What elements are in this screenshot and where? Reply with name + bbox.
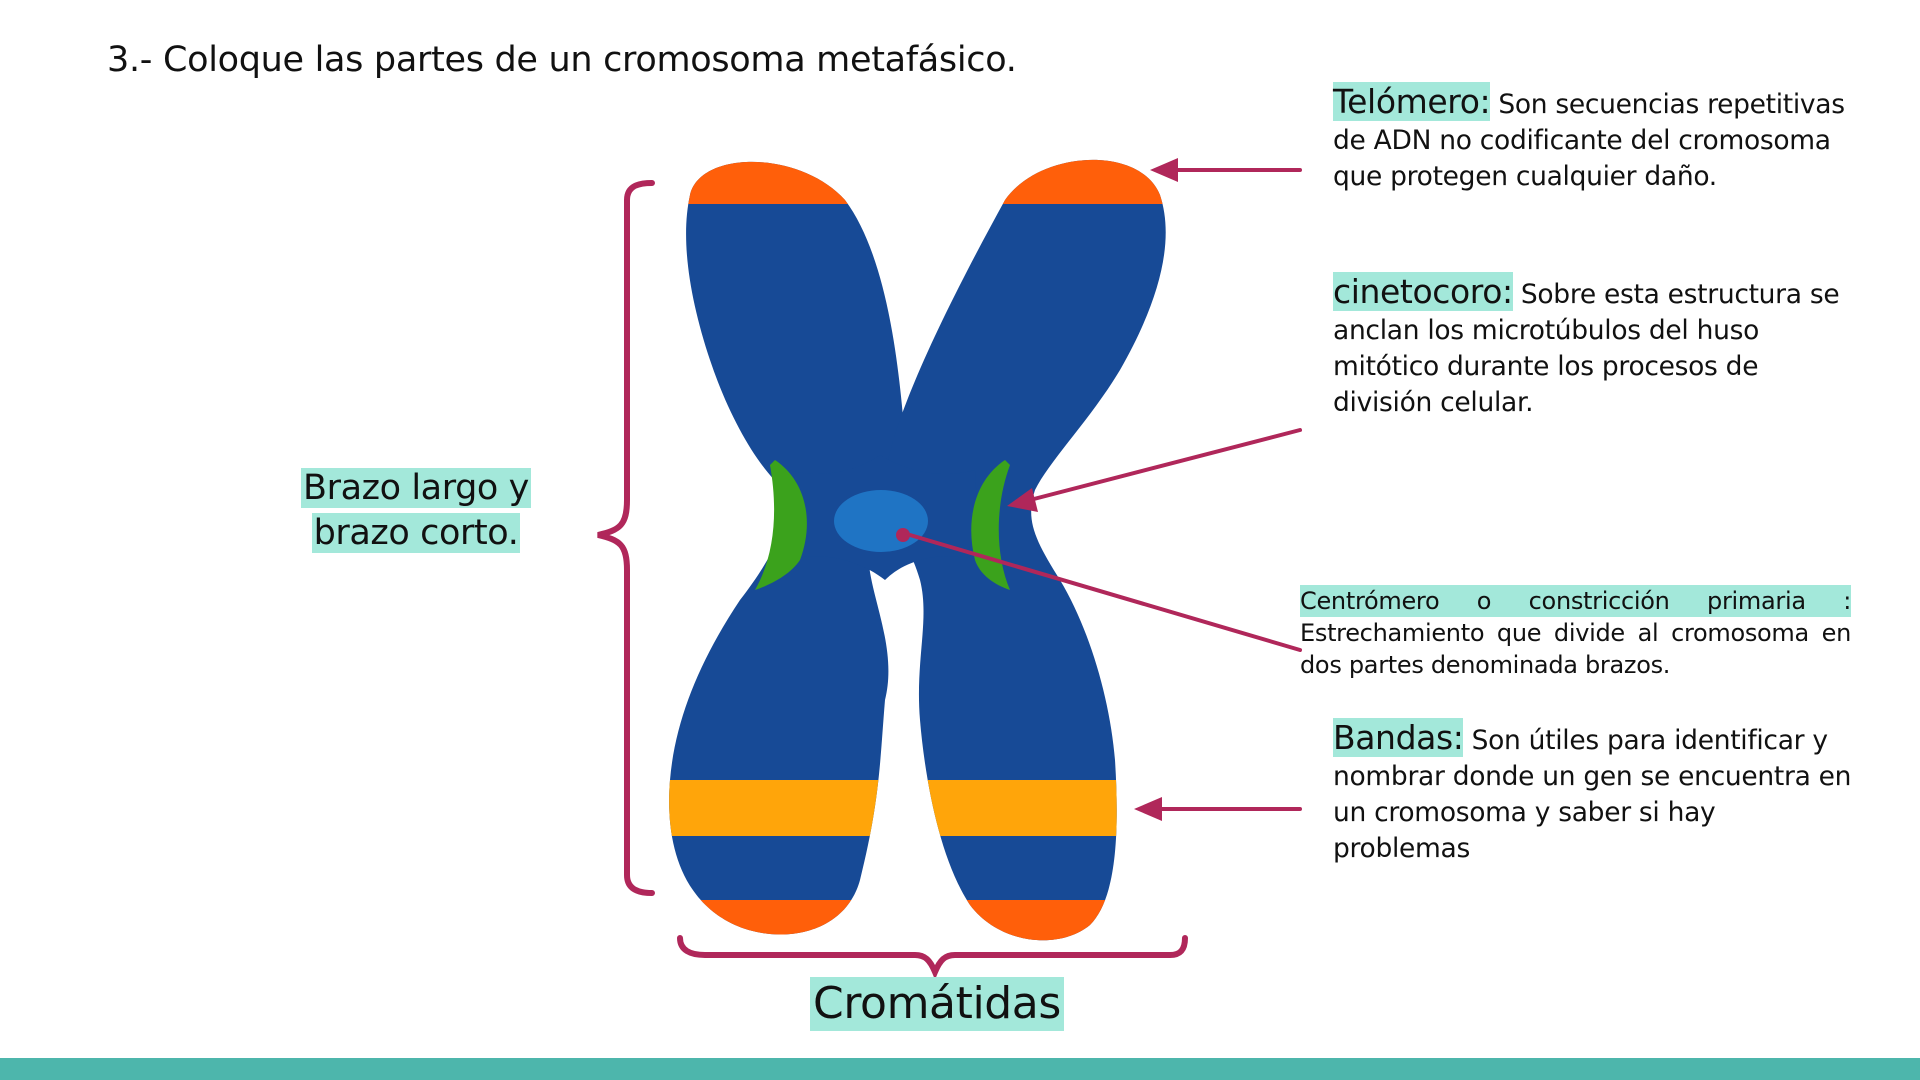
centromere <box>834 490 928 552</box>
footer-bar <box>0 1058 1920 1080</box>
chromatids-brace <box>677 935 1188 980</box>
arms-brace <box>597 180 655 896</box>
bands-text: Son útiles para identificar y nombrar do… <box>1333 725 1852 864</box>
kinetochore-text: Sobre esta estructura se anclan los micr… <box>1333 279 1840 418</box>
bands-description: Bandas: Son útiles para identificar y no… <box>1333 718 1853 867</box>
centromere-description: Centrómero o constricción primaria : Est… <box>1300 585 1851 681</box>
chromatids-label: Cromátidas <box>810 977 1064 1031</box>
slide-title: 3.- Coloque las partes de un cromosoma m… <box>107 40 1017 80</box>
kinetochore-term: cinetocoro: <box>1333 272 1513 311</box>
bands-term: Bandas: <box>1333 718 1464 757</box>
arms-label-line-1: Brazo largo y <box>301 468 531 508</box>
arms-label-line-2: brazo corto. <box>311 513 521 553</box>
telomere-text: Son secuencias repetitivas de ADN no cod… <box>1333 89 1845 192</box>
arms-label: Brazo largo y brazo corto. <box>300 466 532 556</box>
centromere-term: Centrómero o constricción primaria : <box>1300 585 1851 617</box>
telomere-description: Telómero: Son secuencias repetitivas de … <box>1333 82 1853 195</box>
kinetochore-left <box>755 460 807 590</box>
centromere-text: Estrechamiento que divide al cromosoma e… <box>1300 619 1851 679</box>
kinetochore-description: cinetocoro: Sobre esta estructura se anc… <box>1333 272 1853 421</box>
telomere-term: Telómero: <box>1333 82 1491 121</box>
